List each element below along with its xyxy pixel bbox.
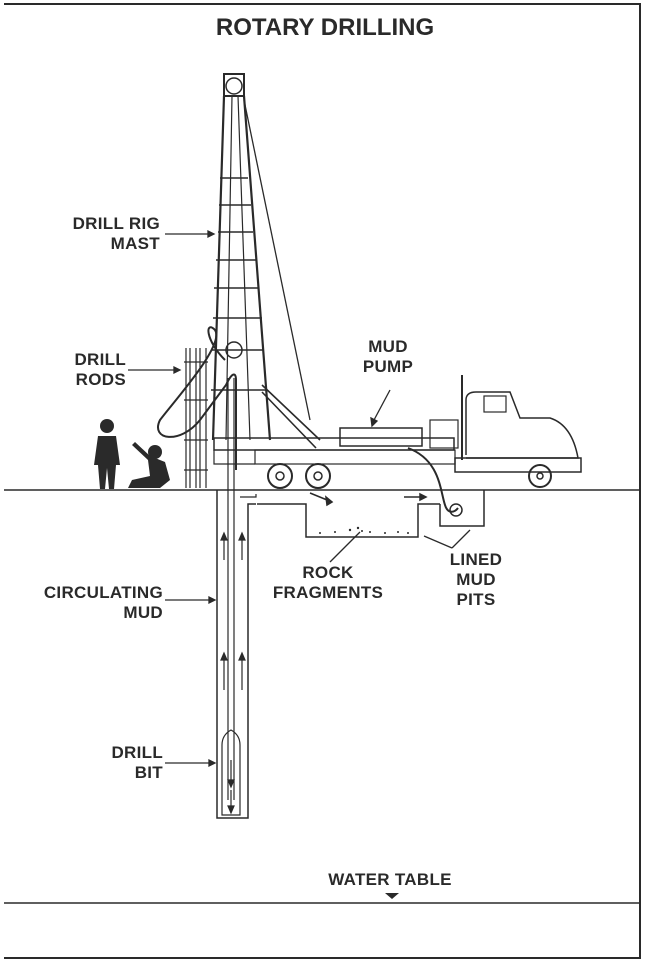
label-line: PUMP [362, 357, 414, 376]
label-lined-mud-pits: LINED MUD PITS [438, 550, 514, 610]
mud-hose [157, 326, 237, 470]
diagram-title: ROTARY DRILLING [215, 14, 435, 41]
label-line: DRILL [74, 350, 126, 369]
label-rock-fragments: ROCK FRAGMENTS [250, 563, 406, 603]
label-line: LINED [449, 550, 503, 569]
workers [94, 419, 170, 489]
mud-pump [339, 427, 423, 447]
water-table-marker [385, 893, 399, 899]
label-line: DRILL [111, 743, 163, 762]
drill-rig-mast [211, 73, 311, 441]
label-line: MAST [110, 234, 160, 253]
lined-mud-pit [439, 490, 485, 527]
label-water-table: WATER TABLE [328, 870, 452, 889]
label-line: MUD [456, 570, 496, 589]
label-drill-rods: DRILL RODS [20, 350, 126, 390]
label-line: RODS [75, 370, 126, 389]
label-line: FRAGMENTS [272, 583, 384, 602]
label-drill-rig-mast: DRILL RIG MAST [20, 214, 160, 254]
label-line: BIT [134, 763, 163, 782]
trailer [213, 437, 456, 489]
label-mud-pump: MUD PUMP [350, 337, 426, 377]
frame-border [4, 3, 641, 959]
drill-rods [184, 348, 208, 488]
label-line: MUD [123, 603, 163, 622]
label-line: MUD [368, 337, 408, 356]
label-drill-bit: DRILL BIT [20, 743, 163, 783]
leader-lines [128, 229, 471, 768]
truck [429, 375, 582, 488]
label-line: CIRCULATING [43, 583, 163, 602]
label-line: PITS [456, 590, 496, 609]
label-line: ROCK [302, 563, 354, 582]
rock-fragments [319, 526, 409, 534]
label-circulating-mud: CIRCULATING MUD [10, 583, 163, 623]
flow-arrows [220, 531, 246, 815]
pit-arrows [309, 492, 428, 507]
settling-pit [257, 503, 440, 538]
label-line: DRILL RIG [72, 214, 160, 233]
borehole [216, 378, 257, 819]
pump-hose [407, 447, 459, 513]
